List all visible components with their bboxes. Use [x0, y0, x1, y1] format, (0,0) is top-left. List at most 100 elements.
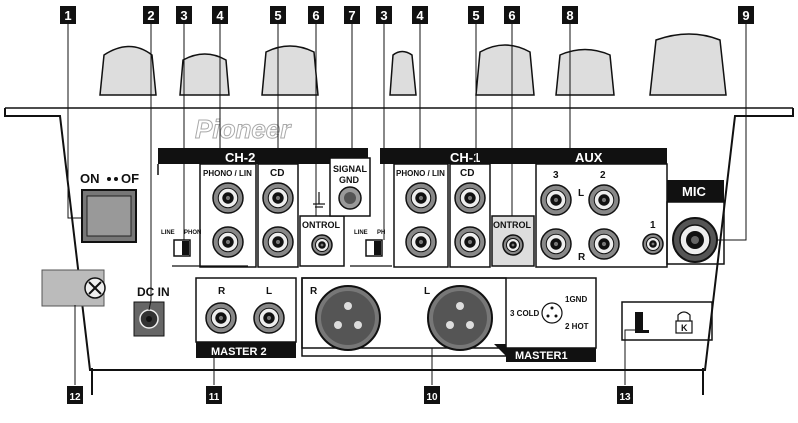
power-off-label: OF — [121, 171, 139, 186]
ch1-phono-line-box — [393, 163, 449, 268]
dc-in[interactable]: DC IN — [133, 285, 170, 337]
lock-icon: K — [675, 311, 693, 334]
aux-jack-2r[interactable] — [588, 228, 620, 260]
ch1-cd-jack-top[interactable] — [454, 182, 486, 214]
ch1-phono-label: PH — [377, 230, 385, 236]
aux-jack-3r[interactable] — [540, 228, 572, 260]
svg-text:4: 4 — [416, 8, 424, 23]
cord-hook — [41, 269, 106, 307]
ch1-phono-jack-bottom[interactable] — [405, 226, 437, 258]
svg-text:6: 6 — [508, 8, 515, 23]
aux-section: AUX 3 2 L R 1 — [526, 148, 668, 268]
callout-3-badge: 3 — [176, 6, 192, 24]
ch1-cd-label: CD — [460, 168, 474, 179]
callout-6-badge: 6 — [504, 6, 520, 24]
master1-right-label: R — [310, 286, 318, 297]
aux-header: AUX — [575, 150, 603, 165]
master1-section: R L MASTER1 — [301, 277, 597, 362]
svg-text:5: 5 — [274, 8, 281, 23]
callout-leaders — [67, 22, 747, 385]
power-off-dot — [114, 177, 118, 181]
mic-section: MIC — [666, 180, 725, 265]
callout-10-badge: 10 — [424, 386, 440, 404]
callout-6-badge: 6 — [308, 6, 324, 24]
aux-jack-1[interactable] — [642, 233, 664, 255]
callout-4-badge: 4 — [412, 6, 428, 24]
ch2-phono-line-label: PHONO / LIN — [203, 169, 252, 178]
power-switch[interactable]: ON OF — [80, 171, 139, 243]
mic-label: MIC — [682, 184, 706, 199]
ch2-cd-jack-top[interactable] — [262, 182, 294, 214]
master2-jack-r[interactable] — [205, 302, 237, 334]
power-on-label: ON — [80, 171, 100, 186]
ch1-section: CH-1 PHONO / LIN CD LINE PH ONTROL — [350, 148, 535, 268]
power-rocker[interactable] — [86, 195, 132, 237]
aux-jack-3l[interactable] — [540, 184, 572, 216]
callout-11-badge: 11 — [206, 386, 222, 404]
callout-9-badge: 9 — [738, 6, 754, 24]
panel-outline — [4, 107, 794, 395]
ch2-phono-jack-top[interactable] — [212, 182, 244, 214]
callout-5-badge: 5 — [270, 6, 286, 24]
ch2-cd-jack-bottom[interactable] — [262, 226, 294, 258]
ch1-phono-jack-top[interactable] — [405, 182, 437, 214]
ch2-phono-label: PHON — [184, 230, 201, 236]
svg-text:4: 4 — [216, 8, 224, 23]
aux-jack-2l[interactable] — [588, 184, 620, 216]
svg-text:13: 13 — [619, 392, 631, 403]
ch1-header: CH-1 — [450, 150, 480, 165]
xlr-connectors — [315, 285, 493, 351]
xlr-pin-3-label: 3 COLD — [510, 309, 540, 318]
power-on-dot — [107, 177, 111, 181]
ch1-cd-jack-bottom[interactable] — [454, 226, 486, 258]
ch1-control-label: ONTROL — [493, 220, 531, 230]
xlr-pin-1-label: 1GND — [565, 295, 587, 304]
callout-4-badge: 4 — [212, 6, 228, 24]
xlr-pin-icon — [541, 302, 563, 324]
security-slot-area: K — [621, 301, 713, 341]
rca-jacks — [205, 182, 664, 334]
ch2-control-jack[interactable] — [311, 234, 333, 256]
callout-1-badge: 1 — [60, 6, 76, 24]
master1-label: MASTER1 — [515, 350, 568, 362]
ch2-control-label: ONTROL — [302, 220, 340, 230]
master2-left-label: L — [266, 286, 272, 297]
ground-symbol-icon — [313, 192, 325, 208]
svg-text:7: 7 — [348, 8, 355, 23]
security-slot — [635, 312, 643, 330]
svg-text:1: 1 — [64, 8, 71, 23]
callout-3-badge: 3 — [376, 6, 392, 24]
svg-text:6: 6 — [312, 8, 319, 23]
ch2-header: CH-2 — [225, 150, 255, 165]
ch1-line-label: LINE — [354, 230, 368, 236]
master2-jack-l[interactable] — [253, 302, 285, 334]
callout-13-badge: 13 — [617, 386, 633, 404]
aux-num-3: 3 — [553, 170, 559, 181]
callout-8-badge: 8 — [562, 6, 578, 24]
aux-num-2: 2 — [600, 170, 606, 181]
master2-right-label: R — [218, 286, 226, 297]
ch2-phono-line-box — [199, 163, 257, 268]
svg-text:5: 5 — [472, 8, 479, 23]
aux-left-label: L — [578, 188, 584, 199]
ch1-control-box — [491, 215, 535, 267]
xlr-left[interactable] — [427, 285, 493, 351]
ch1-control-jack[interactable] — [502, 234, 524, 256]
aux-num-1: 1 — [650, 220, 656, 231]
master2-label: MASTER 2 — [211, 346, 267, 358]
ch2-phono-jack-bottom[interactable] — [212, 226, 244, 258]
svg-text:2: 2 — [147, 8, 154, 23]
svg-text:10: 10 — [426, 392, 438, 403]
ch2-line-label: LINE — [161, 230, 175, 236]
signal-gnd[interactable]: SIGNAL GND — [313, 157, 371, 217]
aux-right-label: R — [578, 252, 586, 263]
callout-7-badge: 7 — [344, 6, 360, 24]
xlr-right[interactable] — [315, 285, 381, 351]
svg-text:3: 3 — [180, 8, 187, 23]
callout-5-badge: 5 — [468, 6, 484, 24]
top-knobs — [99, 33, 727, 96]
ch1-phono-line-label: PHONO / LIN — [396, 169, 445, 178]
